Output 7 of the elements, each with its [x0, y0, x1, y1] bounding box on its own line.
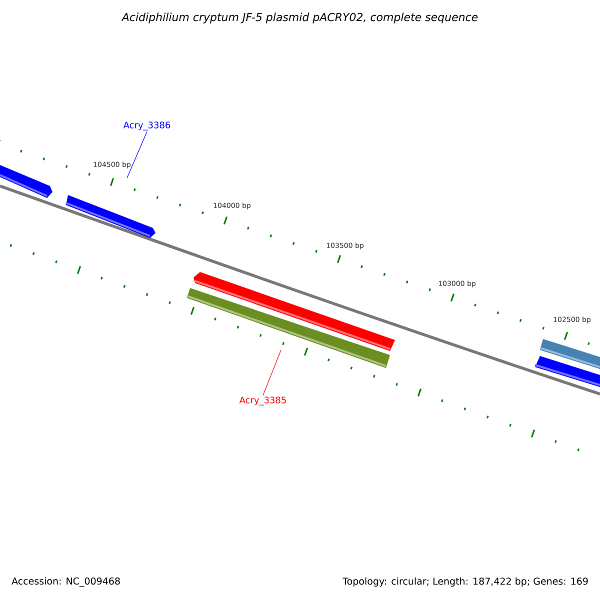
accession-text: Accession: NC_009468	[12, 577, 120, 587]
leader-line	[126, 131, 148, 178]
gene-label: Acry_3385	[239, 396, 286, 406]
summary-text: Topology: circular; Length: 187,422 bp; Genes: 169	[342, 577, 588, 587]
gene-label: Acry_3386	[123, 122, 170, 130]
leader-line	[262, 350, 282, 396]
title: Acidiphilium cryptum JF-5 plasmid pACRY02, complete sequence	[121, 12, 478, 24]
